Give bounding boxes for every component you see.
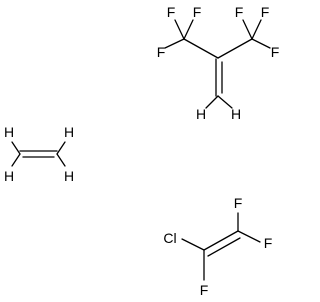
bond-cf3b-f5 xyxy=(251,19,262,40)
bond-c-c-double-a xyxy=(203,230,239,251)
structure-canvas: F F F F F F H H H H H H Cl F F F xyxy=(4,4,280,298)
bond-c-c-double-b xyxy=(207,237,241,257)
atom-hydrogen: H xyxy=(64,168,74,184)
bond-c1-cl xyxy=(181,238,205,251)
atom-chlorine: Cl xyxy=(163,230,176,246)
molecule-chlorotrifluoroethylene: Cl F F F xyxy=(163,195,272,298)
bond-cf3a-f1 xyxy=(174,19,185,40)
bond-c1-h1 xyxy=(11,141,21,155)
molecule-hexafluoroisobutylene: F F F F F F H H xyxy=(157,4,280,122)
bond-cf3a-f2 xyxy=(183,19,194,40)
bond-c2-h4 xyxy=(56,153,66,167)
atom-hydrogen: H xyxy=(4,124,14,140)
atom-fluorine: F xyxy=(261,4,270,20)
atom-hydrogen: H xyxy=(196,106,206,122)
atom-hydrogen: H xyxy=(231,106,241,122)
bond-cf3b-f6 xyxy=(251,38,271,49)
bond-c2-f-right xyxy=(237,230,261,243)
atom-hydrogen: H xyxy=(4,168,14,184)
bond-ch2-h1 xyxy=(205,95,219,109)
atom-fluorine: F xyxy=(167,4,176,20)
atom-hydrogen: H xyxy=(64,124,74,140)
bond-ch2-h2 xyxy=(217,95,233,109)
atom-fluorine: F xyxy=(264,235,273,251)
molecule-ethylene: H H H H xyxy=(4,124,74,184)
bond-c2-cf3b xyxy=(217,38,253,59)
atom-fluorine: F xyxy=(234,195,243,211)
atom-fluorine: F xyxy=(200,282,209,298)
bond-c1-h2 xyxy=(11,153,21,167)
atom-fluorine: F xyxy=(193,4,202,20)
bond-cf3b-f4 xyxy=(242,19,253,40)
atom-fluorine: F xyxy=(235,4,244,20)
bond-c2-h3 xyxy=(56,141,66,155)
bond-cf3a-f3 xyxy=(164,38,185,49)
atom-fluorine: F xyxy=(157,44,166,60)
atom-fluorine: F xyxy=(271,44,280,60)
bond-cf3a-c2 xyxy=(183,38,219,59)
